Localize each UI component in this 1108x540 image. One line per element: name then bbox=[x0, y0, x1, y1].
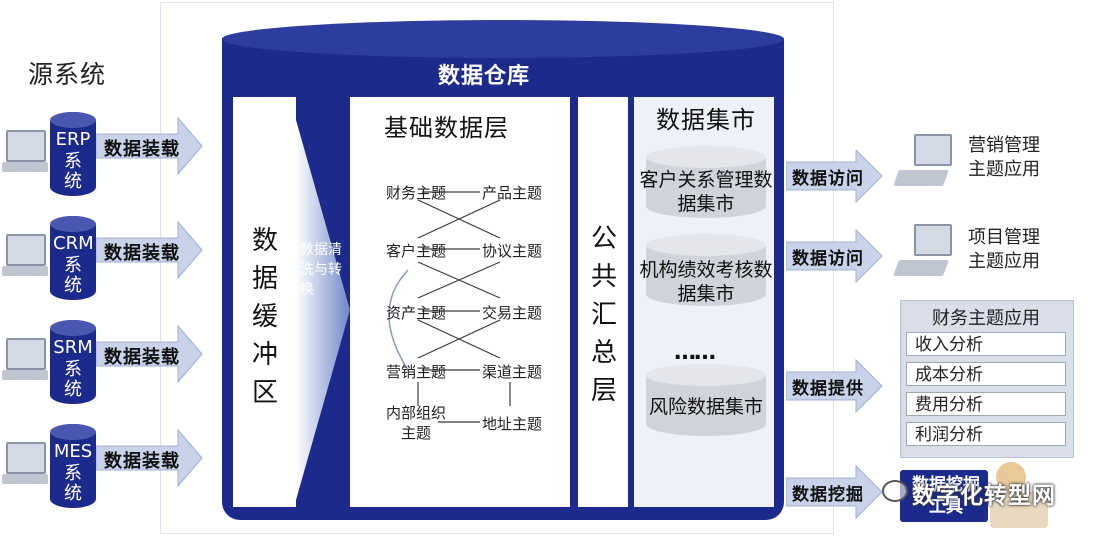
mart-cylinder-top bbox=[646, 146, 766, 168]
source-label: 系统 bbox=[64, 151, 82, 192]
common-summary-panel bbox=[578, 97, 628, 507]
computer-icon bbox=[914, 224, 952, 256]
database-cylinder-top bbox=[50, 320, 96, 336]
computer-base-icon bbox=[2, 162, 48, 172]
watermark-text: 数字化转型网 bbox=[912, 483, 1056, 509]
wechat-icon bbox=[882, 480, 908, 502]
common-summary-label: 公共汇总层 bbox=[590, 224, 617, 406]
app-marketing: 营销管理主题应用 bbox=[968, 135, 1040, 180]
load-arrow-erp bbox=[96, 116, 203, 176]
output-arrows bbox=[786, 150, 883, 520]
computer-icon bbox=[6, 442, 46, 474]
topic-right: 地址主题 bbox=[482, 415, 543, 433]
topic-left: 营销主题 bbox=[386, 363, 447, 381]
computer-icon bbox=[6, 338, 46, 370]
source-system-srm: SRM 系统 bbox=[0, 316, 110, 406]
source-system-crm: CRM 系统 bbox=[0, 212, 110, 302]
computer-base-icon bbox=[2, 266, 48, 276]
computer-base-icon bbox=[893, 260, 949, 276]
mart-cylinder-top bbox=[646, 364, 766, 386]
computer-icon bbox=[914, 134, 952, 166]
source-systems-title: 源系统 bbox=[28, 60, 107, 89]
load-arrows bbox=[96, 116, 203, 488]
source-system-mes: MES 系统 bbox=[0, 420, 110, 510]
mining-tool-label: 数据挖掘工具 bbox=[912, 475, 980, 517]
mining-tool-box bbox=[900, 470, 988, 522]
access-label-2: 数据访问 bbox=[792, 249, 864, 269]
access-label-1: 数据访问 bbox=[792, 169, 864, 189]
warehouse-title: 数据仓库 bbox=[438, 64, 531, 89]
computer-base-icon bbox=[893, 170, 949, 186]
mart-label: 客户关系管理数据集市 bbox=[639, 169, 773, 215]
database-cylinder-top bbox=[50, 424, 96, 440]
load-label-srm: 数据装载 bbox=[104, 347, 180, 368]
topic-left: 客户主题 bbox=[386, 242, 447, 260]
load-label-erp: 数据装载 bbox=[104, 139, 180, 160]
computer-icon bbox=[6, 234, 46, 266]
finance-item: 费用分析 bbox=[906, 392, 1066, 416]
computer-base-icon bbox=[2, 474, 48, 484]
mining-arrow bbox=[786, 464, 883, 520]
database-cylinder-top bbox=[50, 216, 96, 232]
base-data-layer-title: 基础数据层 bbox=[384, 114, 509, 142]
access-arrow-1 bbox=[786, 150, 883, 204]
source-label: 系统 bbox=[64, 359, 82, 400]
computer-icon bbox=[6, 130, 46, 162]
buffer-panel bbox=[233, 97, 296, 507]
topic-left: 资产主题 bbox=[386, 304, 447, 322]
buffer-label: 数据缓冲区 bbox=[251, 226, 278, 408]
clean-transform-arrow bbox=[296, 120, 350, 500]
mart-cylinder-top bbox=[646, 234, 766, 256]
topic-right: 产品主题 bbox=[482, 184, 543, 202]
data-mart-title: 数据集市 bbox=[656, 106, 756, 134]
app-project: 项目管理主题应用 bbox=[968, 227, 1040, 272]
topic-right: 协议主题 bbox=[482, 242, 543, 260]
topic-relation-lines bbox=[388, 191, 511, 423]
warehouse-cylinder-top bbox=[222, 20, 784, 58]
provide-arrow bbox=[786, 358, 883, 414]
load-label-crm: 数据装载 bbox=[104, 243, 180, 264]
topic-right: 交易主题 bbox=[482, 304, 543, 322]
person-body-icon bbox=[990, 492, 1048, 528]
computer-base-icon bbox=[2, 370, 48, 380]
finance-item: 成本分析 bbox=[906, 362, 1066, 386]
source-system-erp: ERP 系统 bbox=[0, 108, 110, 198]
person-icon bbox=[996, 462, 1026, 492]
finance-item: 利润分析 bbox=[906, 422, 1066, 446]
mart-label: 机构绩效考核数据集市 bbox=[639, 259, 773, 305]
source-label: 系统 bbox=[64, 463, 82, 504]
load-label-mes: 数据装载 bbox=[104, 451, 180, 472]
source-code: ERP bbox=[55, 129, 91, 150]
topic-left: 财务主题 bbox=[386, 184, 447, 202]
source-code: CRM bbox=[53, 233, 94, 254]
mart-ellipsis: …… bbox=[674, 340, 716, 365]
mining-label: 数据挖掘 bbox=[792, 485, 864, 505]
topic-right: 渠道主题 bbox=[482, 363, 543, 381]
topic-left: 内部组织主题 bbox=[386, 404, 447, 442]
source-label: 系统 bbox=[64, 255, 82, 296]
database-cylinder-top bbox=[50, 112, 96, 128]
load-arrow-srm bbox=[96, 324, 203, 384]
finance-item: 收入分析 bbox=[906, 332, 1066, 356]
access-arrow-2 bbox=[786, 228, 883, 284]
mart-label: 风险数据集市 bbox=[648, 396, 763, 418]
source-code: SRM bbox=[53, 337, 93, 358]
clean-transform-label: 数据清洗与转换 bbox=[300, 242, 342, 298]
load-arrow-crm bbox=[96, 220, 203, 280]
finance-title: 财务主题应用 bbox=[932, 308, 1040, 329]
source-code: MES bbox=[53, 441, 93, 462]
load-arrow-mes bbox=[96, 428, 203, 488]
base-data-layer-panel bbox=[350, 97, 570, 507]
provide-label: 数据提供 bbox=[792, 379, 864, 399]
